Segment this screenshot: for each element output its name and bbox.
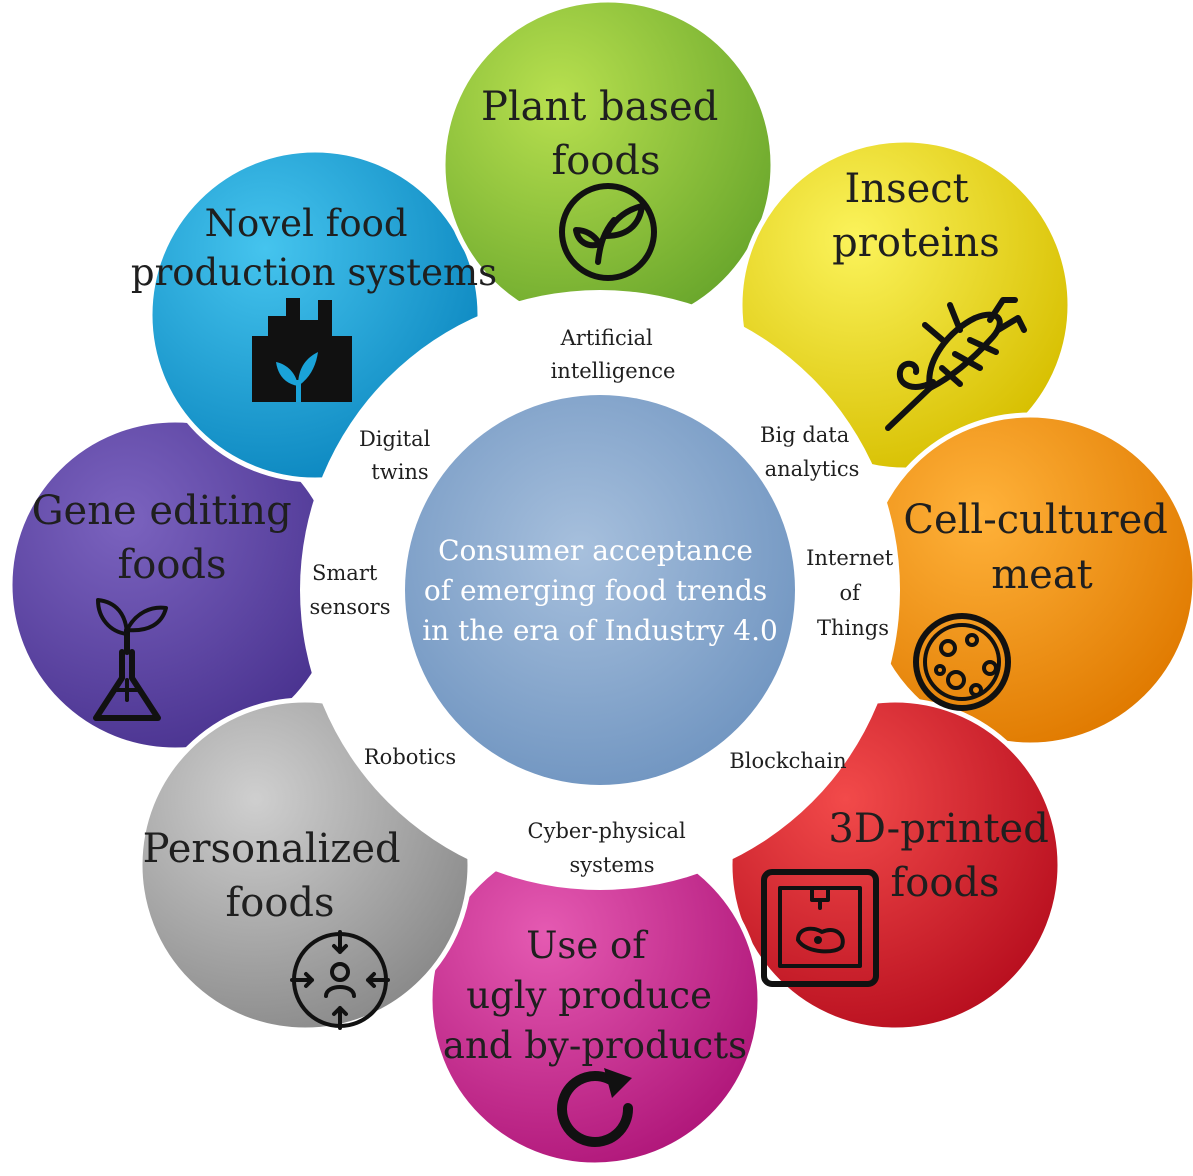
petal-title-3d-printed: 3D-printed foods [828, 806, 1061, 906]
flask-plant-icon [93, 598, 168, 721]
petal-title-novel-production: Novel food production systems [131, 202, 497, 294]
factory-icon [252, 298, 352, 402]
tech-artificial-intelligence: Artificial intelligence [551, 326, 676, 383]
tech-digital-twins: Digital twins [359, 427, 437, 484]
tech-cyber-physical: Cyber-physical systems [528, 819, 693, 877]
tech-robotics: Robotics [364, 745, 456, 769]
personalization-icon [290, 930, 390, 1030]
tech-big-data: Big data analytics [760, 423, 859, 481]
tech-smart-sensors: Smart sensors [310, 561, 391, 619]
recycle-arrow-icon [557, 1068, 634, 1147]
center-circle [405, 395, 795, 785]
petal-title-insect-proteins: Insect proteins [832, 166, 1000, 266]
insect-icon [885, 297, 1027, 431]
petal-title-plant-based: Plant based foods [481, 84, 731, 184]
petal-title-ugly-produce: Use of ugly produce and by-products [443, 924, 747, 1067]
center-title: Consumer acceptance of emerging food tre… [422, 534, 778, 647]
petal-title-personalized: Personalized foods [143, 826, 414, 926]
3d-printer-icon [761, 869, 879, 987]
leaf-icon [559, 183, 657, 281]
petri-dish-icon [913, 613, 1011, 711]
petal-title-cell-cultured: Cell-cultured meat [903, 497, 1180, 598]
tech-blockchain: Blockchain [729, 749, 846, 773]
tech-iot: Internet of Things [806, 546, 900, 640]
petal-title-gene-editing: Gene editing foods [32, 488, 305, 588]
